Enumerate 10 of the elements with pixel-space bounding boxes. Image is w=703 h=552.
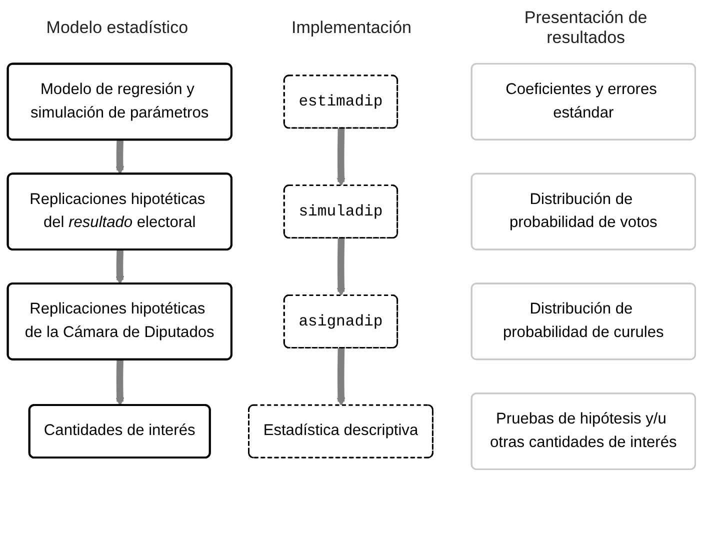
column-heading: Modelo estadístico (45, 18, 190, 38)
column-heading: Implementación (290, 18, 412, 38)
arrow (336, 348, 346, 406)
column-heading: Presentación de resultados (523, 8, 648, 48)
arrow (336, 128, 346, 186)
arrow (116, 249, 124, 284)
arrow (336, 238, 346, 296)
arrow (116, 139, 124, 175)
flowchart: Modelo de regresión y simulación de parámetros Replicaciones hipotéticas del resultado electoral Replicaciones hipotéticas de la Cámara de Diputados Cantidades de interés estimadip simuladip asignadip Estadística descriptiva Coeficientes y errores estándar Distribución de probabilidad de votos Distribución de probabilidad de curules Pruebas de hipótesis y/u otras cantidades de interés (0, 56, 703, 477)
arrow (116, 359, 124, 406)
